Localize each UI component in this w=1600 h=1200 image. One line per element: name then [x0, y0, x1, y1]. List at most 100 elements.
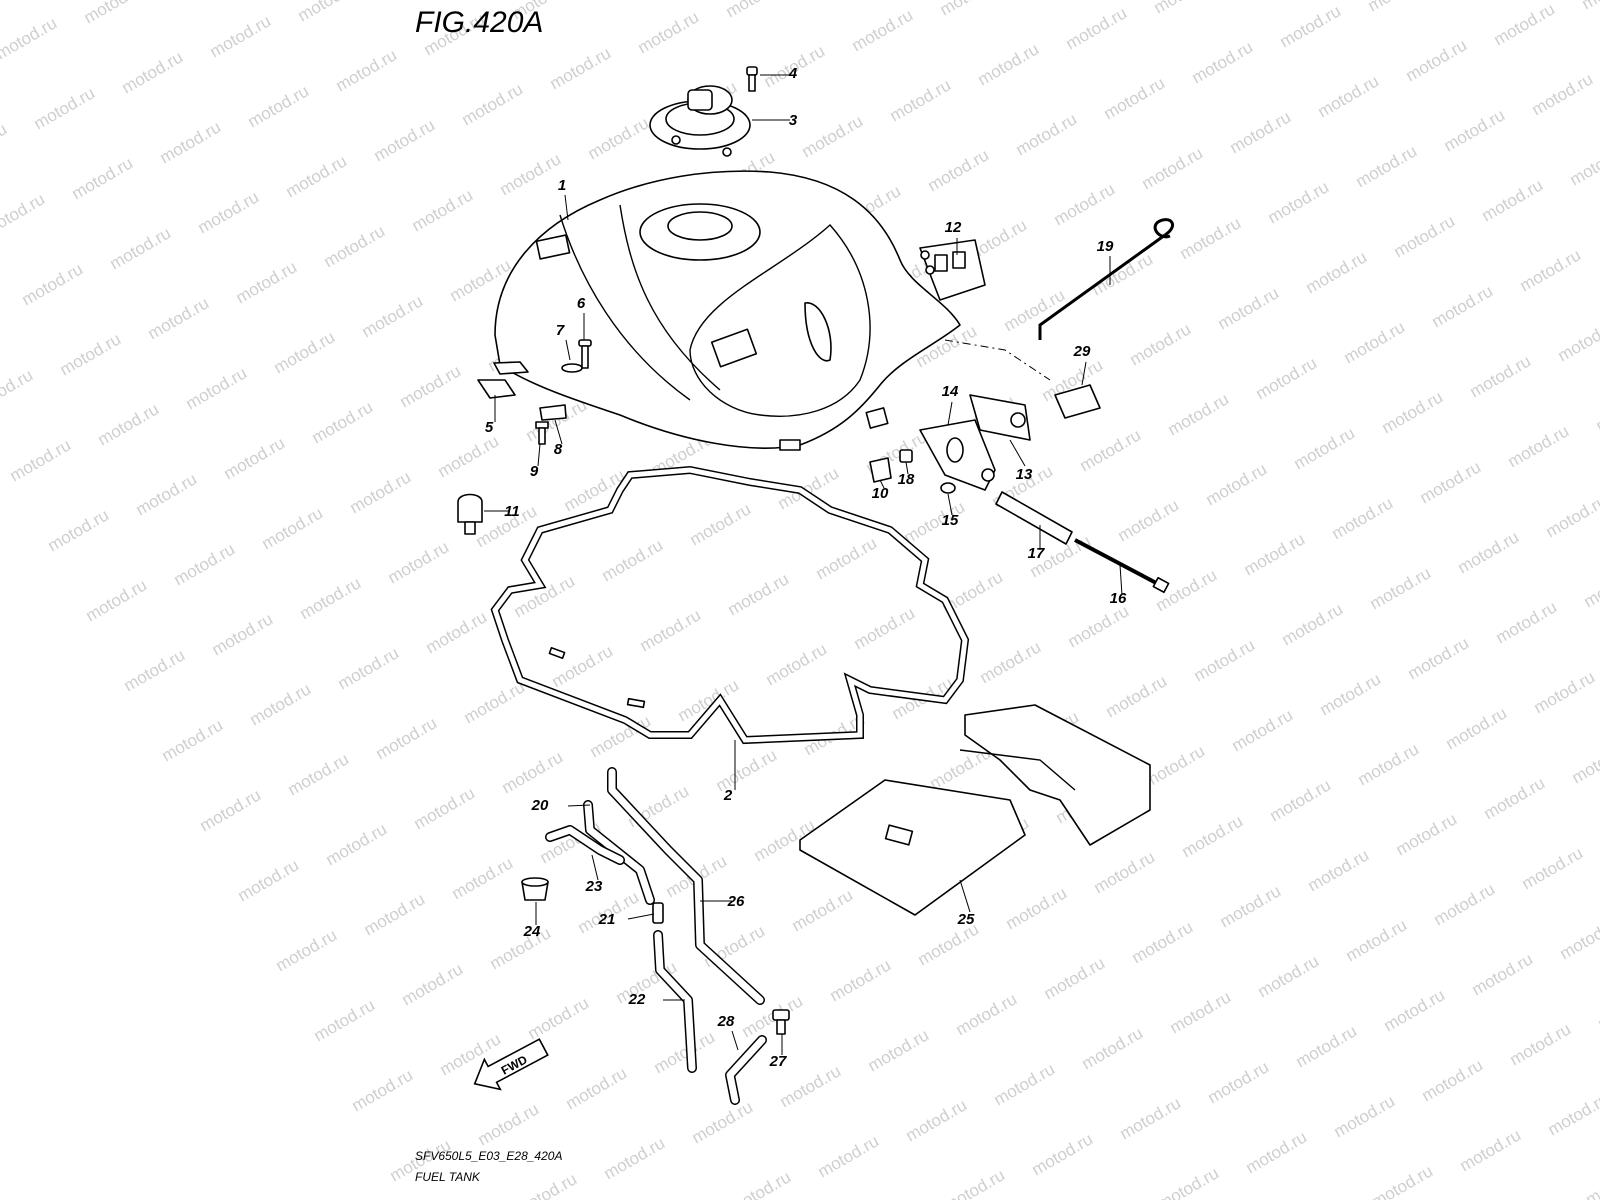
watermark-text: motod.ru	[925, 145, 993, 195]
watermark-text: motod.ru	[689, 1097, 757, 1147]
watermark-text: motod.ru	[475, 1099, 543, 1149]
part-collar-9	[535, 421, 549, 445]
watermark-text: motod.ru	[0, 189, 48, 239]
callout-2: 2	[723, 787, 733, 804]
watermark-text: motod.ru	[1253, 353, 1321, 403]
leader-line-23	[591, 854, 599, 881]
watermark-text: motod.ru	[207, 11, 275, 61]
part-joint-21	[652, 902, 664, 924]
watermark-text: motod.ru	[221, 433, 289, 483]
callout-10: 10	[872, 485, 889, 502]
watermark-text: motod.ru	[777, 1061, 845, 1111]
watermark-text: motod.ru	[651, 1027, 719, 1077]
watermark-text: motod.ru	[585, 113, 653, 163]
watermark-text: motod.ru	[1029, 1129, 1097, 1179]
watermark-text: motod.ru	[1305, 845, 1373, 895]
part-pad-29	[1054, 384, 1101, 419]
watermark-text: motod.ru	[57, 329, 125, 379]
callout-1: 1	[558, 177, 566, 194]
watermark-text: motod.ru	[799, 111, 867, 161]
watermark-text: motod.ru	[347, 467, 415, 517]
watermark-text: motod.ru	[1469, 949, 1537, 999]
watermark-text: motod.ru	[903, 1095, 971, 1145]
part-hose-28	[725, 1035, 767, 1105]
watermark-text: motod.ru	[459, 79, 527, 129]
watermark-text: motod.ru	[1331, 1091, 1399, 1141]
watermark-text: motod.ru	[1381, 985, 1449, 1035]
watermark-text: motod.ru	[927, 743, 995, 793]
watermark-text: motod.ru	[1227, 107, 1295, 157]
leader-line-14	[947, 401, 953, 426]
watermark-text: motod.ru	[1189, 37, 1257, 87]
watermark-text: motod.ru	[849, 5, 917, 55]
watermark-text: motod.ru	[727, 1167, 795, 1200]
watermark-text: motod.ru	[1517, 245, 1585, 295]
watermark-text: motod.ru	[1403, 35, 1471, 85]
watermark-text: motod.ru	[1529, 69, 1597, 119]
watermark-text: motod.ru	[1429, 281, 1497, 331]
watermark-text: motod.ru	[635, 7, 703, 57]
watermark-text: motod.ru	[499, 747, 567, 797]
watermark-text: motod.ru	[513, 1169, 581, 1200]
part-washer-15	[940, 482, 956, 494]
watermark-text: motod.ru	[333, 45, 401, 95]
callout-27: 27	[769, 1053, 787, 1070]
watermark-text: motod.ru	[1543, 491, 1600, 541]
watermark-text: motod.ru	[1379, 387, 1447, 437]
watermark-text: motod.ru	[271, 327, 339, 377]
watermark-text: motod.ru	[121, 645, 189, 695]
watermark-text: motod.ru	[247, 679, 315, 729]
watermark-text: motod.ru	[1457, 1125, 1525, 1175]
leader-line-29	[1081, 361, 1087, 386]
watermark-text: motod.ru	[1229, 705, 1297, 755]
callout-29: 29	[1073, 343, 1091, 360]
watermark-text: motod.ru	[1595, 983, 1600, 1033]
leader-line-10	[879, 479, 885, 489]
watermark-text: motod.ru	[1155, 1163, 1223, 1200]
watermark-text: motod.ru	[1581, 561, 1600, 611]
callout-8: 8	[554, 441, 563, 458]
part-hinge-13	[969, 394, 1031, 441]
watermark-text: motod.ru	[1063, 3, 1131, 53]
callout-11: 11	[504, 503, 520, 520]
watermark-text: motod.ru	[31, 83, 99, 133]
callout-22: 22	[628, 991, 646, 1008]
watermark-text: motod.ru	[159, 715, 227, 765]
watermark-text: motod.ru	[1277, 1, 1345, 51]
watermark-text: motod.ru	[1165, 389, 1233, 439]
watermark-text: motod.ru	[1177, 213, 1245, 263]
watermark-text: motod.ru	[1079, 1023, 1147, 1073]
watermark-text: motod.ru	[625, 781, 693, 831]
watermark-text: motod.ru	[45, 505, 113, 555]
watermark-text: motod.ru	[953, 989, 1021, 1039]
watermark-text: motod.ru	[1003, 883, 1071, 933]
part-fuel-tank-1	[494, 170, 961, 451]
leader-line-18	[905, 461, 909, 475]
callout-23: 23	[585, 878, 603, 895]
watermark-text: motod.ru	[1343, 915, 1411, 965]
watermark-text: motod.ru	[1567, 139, 1600, 189]
part-bolt-4	[746, 66, 758, 92]
watermark-text: motod.ru	[1217, 881, 1285, 931]
leader-line-8	[554, 419, 563, 445]
callout-15: 15	[942, 512, 959, 529]
part-hose-23	[545, 825, 625, 865]
watermark-text: motod.ru	[1467, 351, 1535, 401]
callout-7: 7	[556, 322, 565, 339]
footer-code: SFV650L5_E03_E28_420A	[415, 1149, 562, 1163]
watermark-text: motod.ru	[1481, 773, 1549, 823]
watermark-text: motod.ru	[1267, 775, 1335, 825]
watermark-text: motod.ru	[1191, 635, 1259, 685]
watermark-text: motod.ru	[399, 959, 467, 1009]
watermark-text: motod.ru	[1077, 425, 1145, 475]
watermark-text: motod.ru	[373, 713, 441, 763]
watermark-text: motod.ru	[19, 259, 87, 309]
watermark-text: motod.ru	[701, 921, 769, 971]
watermark-text: motod.ru	[1545, 1089, 1600, 1139]
callout-9: 9	[530, 463, 539, 480]
part-cushion-5	[477, 361, 529, 399]
watermark-text: motod.ru	[865, 1025, 933, 1075]
watermark-text: motod.ru	[1127, 319, 1195, 369]
watermark-text: motod.ru	[1291, 423, 1359, 473]
watermark-text: motod.ru	[725, 569, 793, 619]
